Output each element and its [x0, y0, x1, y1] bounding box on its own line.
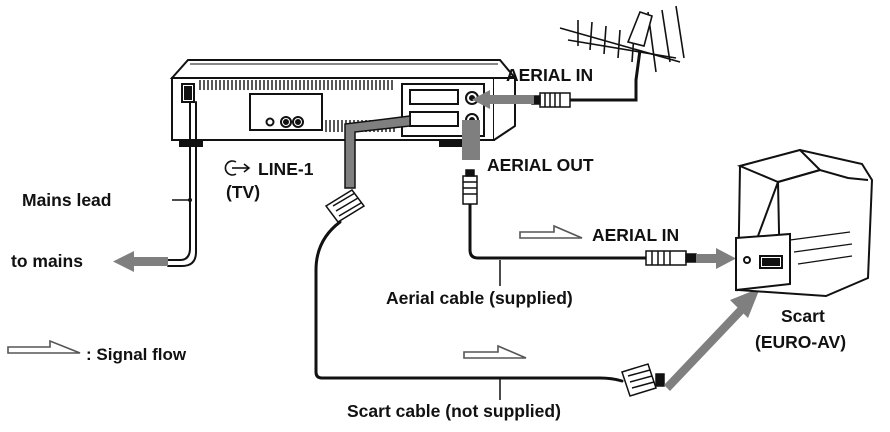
scart-cable-label: Scart cable (not supplied) — [347, 401, 561, 421]
signal-flow-label: : Signal flow — [86, 345, 187, 364]
mains-lead-label: Mains lead — [22, 190, 111, 210]
audio-jacks — [265, 116, 304, 128]
scart-label: Scart — [781, 306, 825, 326]
cables — [167, 78, 648, 383]
to-mains-label: to mains — [11, 251, 83, 271]
line1-tv-label: (TV) — [226, 182, 260, 202]
input-arrow-icon — [224, 160, 251, 176]
vcr-rear-panel — [169, 59, 518, 147]
scart-plug-vcr — [324, 189, 366, 223]
antenna-icon — [559, 5, 685, 81]
aerial-out-plug — [462, 169, 478, 205]
aerial-in-vcr-label: AERIAL IN — [506, 65, 593, 85]
euro-av-label: (EURO-AV) — [755, 332, 846, 352]
scart-connector-arrow — [344, 115, 411, 189]
scart-plug-tv — [621, 363, 665, 397]
aerial-out-label: AERIAL OUT — [487, 155, 594, 175]
aerial-in-plug — [531, 92, 571, 108]
aerial-cable-label: Aerial cable (supplied) — [386, 288, 573, 308]
aerial-in-tv-label: AERIAL IN — [592, 225, 679, 245]
tv-aerial-plug — [645, 250, 697, 266]
connection-arrows — [113, 90, 760, 391]
line1-label: LINE-1 — [258, 159, 314, 179]
signal-flow-arrows — [463, 224, 583, 359]
mains-lead-dot — [188, 198, 192, 202]
signal-flow-legend-icon — [7, 339, 81, 354]
tv-rear — [735, 148, 874, 298]
